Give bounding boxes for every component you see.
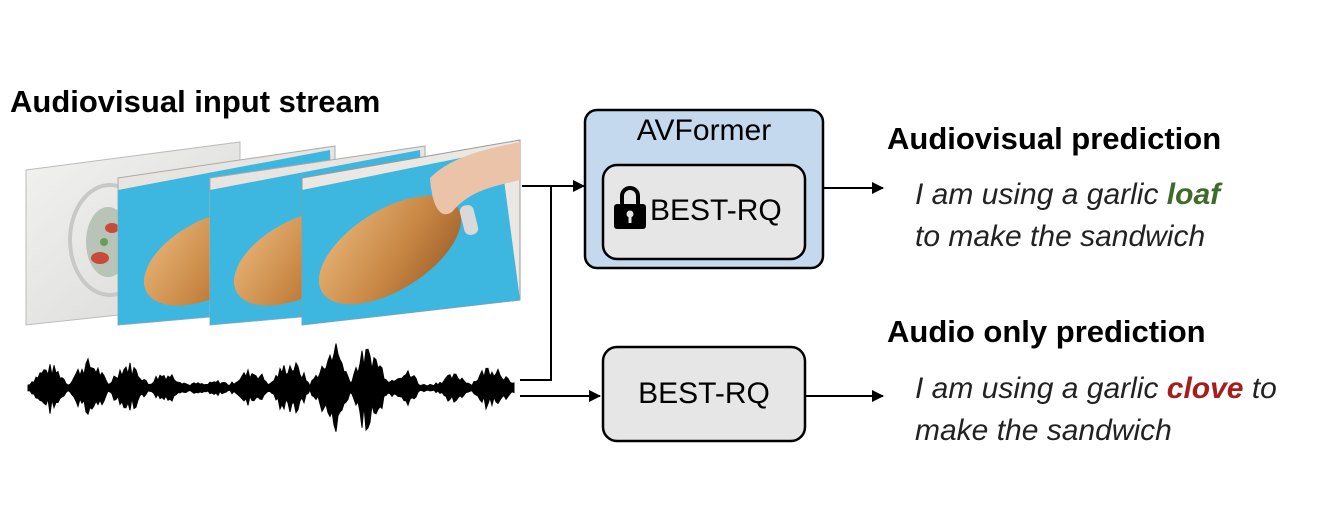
correct-word: loaf (1166, 178, 1221, 211)
video-frame-4 (301, 139, 521, 326)
audio-prediction-line2: make the sandwich (915, 414, 1172, 447)
audio-prediction-prefix: I am using a garlic (915, 372, 1167, 405)
audio-prediction-suffix: to (1243, 372, 1277, 405)
audiovisual-prediction-line1: I am using a garlic loaf (915, 174, 1220, 216)
audio-bestrq-box (601, 345, 807, 443)
audio-bestrq-label: BEST-RQ (638, 377, 770, 410)
avformer-inner-label: BEST-RQ (650, 194, 782, 227)
connectors (520, 180, 884, 402)
audiovisual-prediction-prefix: I am using a garlic (915, 178, 1167, 211)
audio-prediction-heading: Audio only prediction (887, 314, 1206, 349)
avformer-title: AVFormer (636, 114, 772, 147)
wrong-word: clove (1166, 372, 1244, 405)
avformer-inner-bestrq-box (601, 163, 807, 261)
video-frames (25, 139, 521, 326)
lock-icon (614, 186, 646, 229)
input-stream-title: Audiovisual input stream (10, 84, 381, 119)
audiovisual-prediction-line2: to make the sandwich (915, 220, 1206, 253)
audio-prediction-line1: I am using a garlic clove to (915, 368, 1277, 410)
waveform-to-avformer-arrow (520, 180, 585, 381)
audio-waveform (27, 343, 515, 432)
audiovisual-prediction-heading: Audiovisual prediction (887, 121, 1222, 156)
